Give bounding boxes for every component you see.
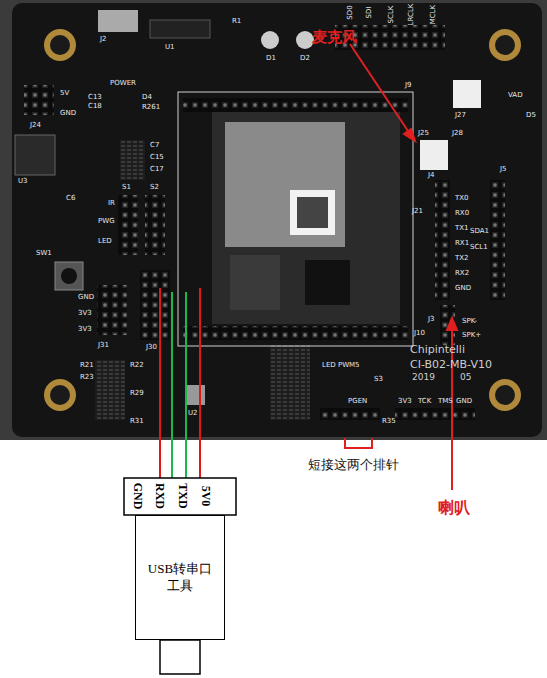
silkscreen-text: R31 bbox=[130, 418, 144, 425]
silkscreen-text: R35 bbox=[382, 418, 396, 425]
silkscreen-text: D1 bbox=[266, 55, 276, 62]
silkscreen-text: TX2 bbox=[455, 255, 469, 262]
silkscreen-text: J28 bbox=[452, 130, 463, 137]
silkscreen-text: 2019 bbox=[412, 373, 435, 382]
silkscreen-text: GND bbox=[60, 110, 76, 117]
tool-box: USB转串口工具 bbox=[135, 515, 225, 640]
silkscreen-text: R22 bbox=[130, 362, 144, 369]
silkscreen-text: SDA1 bbox=[470, 228, 489, 235]
silkscreen-text: U3 bbox=[18, 178, 28, 185]
silkscreen-text: PWG bbox=[98, 218, 115, 225]
silkscreen-text: R1 bbox=[232, 18, 241, 25]
silkscreen-text: R261 bbox=[142, 104, 160, 111]
annotation-callout: 麦克风 bbox=[312, 30, 357, 45]
silkscreen-text: TX1 bbox=[455, 225, 469, 232]
silkscreen-text: GND bbox=[455, 285, 471, 292]
silkscreen-text: RX1 bbox=[455, 240, 469, 247]
pin-name: RXD bbox=[154, 483, 166, 509]
silkscreen-text: J10 bbox=[414, 330, 425, 337]
silkscreen-text: S2 bbox=[150, 184, 159, 191]
silkscreen-text: CI-B02-MB-V10 bbox=[410, 359, 492, 370]
pin-name: 5V0 bbox=[200, 486, 212, 507]
silkscreen-text: TMS bbox=[438, 398, 453, 405]
silkscreen-text: C17 bbox=[150, 166, 164, 173]
silkscreen-text: S1 bbox=[122, 184, 131, 191]
silkscreen-text: U1 bbox=[165, 44, 175, 51]
silkscreen-text: U2 bbox=[188, 410, 198, 417]
silkscreen-text: D4 bbox=[142, 94, 152, 101]
silkscreen-text: SPK+ bbox=[462, 332, 481, 339]
pin-name: GND bbox=[132, 483, 144, 510]
pin-name: TXD bbox=[177, 483, 189, 508]
silkscreen-text: J31 bbox=[98, 342, 109, 349]
silkscreen-text: POWER bbox=[110, 80, 136, 87]
silkscreen-text: D2 bbox=[300, 55, 310, 62]
silkscreen-text: J5 bbox=[500, 166, 507, 173]
silkscreen-text: SW1 bbox=[36, 250, 52, 257]
silkscreen-text: 5V bbox=[60, 90, 69, 97]
silkscreen-text: PGEN bbox=[348, 398, 367, 405]
silkscreen-text: S3 bbox=[374, 376, 383, 383]
silkscreen-text: J9 bbox=[405, 82, 412, 89]
silkscreen-text: 05 bbox=[460, 373, 471, 382]
silkscreen-text: C15 bbox=[150, 154, 164, 161]
silkscreen-text: J21 bbox=[412, 208, 423, 215]
silkscreen-text: C13 bbox=[88, 94, 102, 101]
silkscreen-text: 3V3 bbox=[398, 398, 412, 405]
annotation-callout: 喇叭 bbox=[438, 500, 470, 516]
silkscreen-text: GND bbox=[456, 398, 472, 405]
silkscreen-text: J24 bbox=[30, 122, 41, 129]
silkscreen-text: SCL1 bbox=[470, 244, 488, 251]
silkscreen-text: MCLK bbox=[430, 4, 437, 23]
silkscreen-text: LED PWM5 bbox=[322, 362, 360, 369]
silkscreen-text: J3 bbox=[428, 316, 435, 323]
silkscreen-text: R21 bbox=[80, 362, 94, 369]
silkscreen-text: SD0 bbox=[346, 5, 353, 19]
silkscreen-text: SPK- bbox=[462, 318, 477, 325]
silkscreen-text: GND bbox=[78, 294, 94, 301]
silkscreen-text: TCK bbox=[418, 398, 431, 405]
silkscreen-text: C18 bbox=[88, 103, 102, 110]
silkscreen-text: SDI bbox=[367, 6, 374, 18]
silkscreen-text: 3V3 bbox=[78, 326, 92, 333]
silkscreen-text: RX2 bbox=[455, 270, 469, 277]
silkscreen-text: LED bbox=[98, 238, 112, 245]
silkscreen-text: VAD bbox=[508, 92, 523, 99]
silkscreen-text: R29 bbox=[130, 390, 144, 397]
silkscreen-text: J2 bbox=[100, 36, 107, 43]
silkscreen-text: R23 bbox=[80, 374, 94, 381]
silkscreen-text: J30 bbox=[146, 344, 157, 351]
silkscreen-text: RX0 bbox=[455, 210, 469, 217]
annotation-note: 短接这两个排针 bbox=[308, 458, 399, 471]
silkscreen-text: LRCLK bbox=[408, 3, 415, 25]
silkscreen-text: SCLK bbox=[388, 5, 395, 23]
silkscreen-text: J27 bbox=[455, 112, 466, 119]
silkscreen-text: TX0 bbox=[455, 195, 469, 202]
silkscreen-text: 3V3 bbox=[78, 310, 92, 317]
tool-label: USB转串口工具 bbox=[145, 561, 215, 595]
silkscreen-text: D5 bbox=[526, 112, 536, 119]
silkscreen-text: C7 bbox=[150, 142, 159, 149]
silkscreen-text: J25 bbox=[418, 130, 429, 137]
silkscreen-text: C6 bbox=[66, 195, 75, 202]
silkscreen-text: J4 bbox=[428, 172, 435, 179]
silkscreen-text: Chipintelli bbox=[410, 344, 465, 355]
silkscreen-text: IR bbox=[108, 200, 115, 207]
